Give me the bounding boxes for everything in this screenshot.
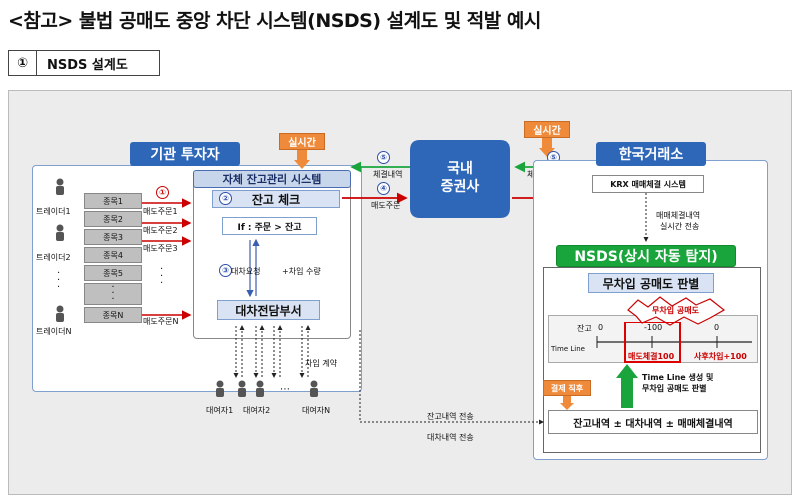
loan-contract-label: 차입 계약 [305, 359, 337, 368]
step-5-marker: ⑤ [377, 151, 390, 164]
stock-cell: 종목N [84, 307, 142, 323]
broker-shape [410, 140, 510, 218]
lending-dept: 대차전담부서 [217, 300, 320, 320]
stock-cell: 종목2 [84, 211, 142, 227]
settle-tag: 결제 직후 [543, 380, 591, 396]
internal-system-header: 자체 잔고관리 시스템 [193, 170, 351, 188]
timeline-gen-label: Time Line 생성 및 [642, 373, 714, 382]
trader-label: 트레이더2 [36, 253, 71, 262]
stock-list: 종목1 종목2 종목3 종목4 종목5 ··· 종목N [84, 193, 142, 323]
krx-down-arrow [643, 193, 649, 242]
burst-label: 무차입 공매도 [652, 306, 699, 315]
person-icon [310, 380, 318, 397]
stock-cell: 종목3 [84, 229, 142, 245]
lender-label: 대여자1 [206, 406, 234, 415]
lender-label: 대여자N [302, 406, 331, 415]
person-icon [238, 380, 246, 397]
step-4-marker: ④ [377, 182, 390, 195]
balance-check: 잔고 체크 [212, 190, 340, 208]
borrow-send-label: 대차내역 전송 [427, 433, 474, 442]
sell-order-label: 매도주문 [371, 201, 401, 210]
trader-label: 트레이더1 [36, 207, 71, 216]
trader-ellipsis: ··· [57, 268, 61, 293]
page-title: <참고> 불법 공매도 중앙 차단 시스템(NSDS) 설계도 및 적발 예시 [8, 10, 541, 32]
step-3-marker: ③ [219, 264, 232, 277]
balance-check-label: 잔고 체크 [251, 192, 301, 207]
person-icon [56, 305, 64, 322]
person-icon [216, 380, 224, 397]
tick-minus-100: -100 [644, 323, 663, 332]
stock-cell: 종목5 [84, 265, 142, 281]
transfer-lines [359, 330, 544, 425]
borrow-request-label: 대차요청 [231, 267, 261, 276]
order-label: 매도주문N [143, 317, 179, 326]
timeline-axis [596, 322, 752, 363]
section-label: ① NSDS 설계도 [8, 50, 160, 76]
timeline-gen-label: 무차입 공매도 판별 [642, 384, 707, 393]
trader-icons [56, 178, 64, 322]
section-title: NSDS 설계도 [47, 57, 128, 73]
borrow-arrows [246, 238, 260, 298]
tick-zero-2: 0 [714, 323, 720, 332]
lender-ellipsis: ⋯ [280, 384, 290, 395]
sell-exec-label: 매도체결100 [628, 352, 675, 361]
investor-header: 기관 투자자 [130, 142, 240, 166]
after-borrow-label: 사후차입+100 [694, 352, 747, 361]
tick-zero: 0 [598, 323, 604, 332]
realtime-tag: 실시간 [279, 133, 325, 150]
borrow-qty-label: +차입 수량 [282, 267, 321, 276]
krx-header: 한국거래소 [596, 142, 706, 166]
condition-box: If : 주문 > 잔고 [222, 217, 317, 235]
stock-cell: 종목4 [84, 247, 142, 263]
nsds-header: NSDS(상시 자동 탐지) [556, 245, 736, 267]
formula-box: 잔고내역 ± 대차내역 ± 매매체결내역 [548, 410, 758, 434]
realtime-send-label: 실시간 전송 [660, 222, 700, 231]
judge-box: 무차입 공매도 판별 [588, 273, 714, 293]
lender-label: 대여자2 [243, 406, 271, 415]
lender-icons [216, 380, 318, 397]
person-icon [256, 380, 264, 397]
step-1-marker: ① [156, 186, 169, 199]
stock-ellipsis: ··· [84, 283, 142, 305]
section-number: ① [9, 51, 37, 75]
order-label: 매도주문2 [143, 226, 178, 235]
realtime-arrow [294, 150, 310, 169]
order-label: 매도주문3 [143, 244, 178, 253]
timeline-label: Time Line [551, 345, 585, 353]
realtime-tag: 실시간 [524, 121, 570, 138]
order-label: 매도주문1 [143, 207, 178, 216]
order-ellipsis: ··· [160, 264, 164, 289]
step-2-marker: ② [219, 192, 232, 205]
burst-shape [627, 296, 726, 326]
order-arrows [142, 198, 192, 320]
lender-arrows [233, 325, 311, 378]
stock-cell: 종목1 [84, 193, 142, 209]
execution-detail-label: 체결내역 [373, 170, 403, 179]
balance-tick-label: 잔고 [577, 324, 592, 333]
person-icon [56, 178, 64, 195]
trader-label: 트레이더N [36, 327, 72, 336]
realtime-send-label: 매매체결내역 [656, 211, 701, 220]
krx-system: KRX 매매체결 시스템 [592, 175, 704, 193]
green-up-arrow [616, 364, 638, 408]
broker-label: 국내 증권사 [440, 161, 480, 195]
settle-arrow [560, 396, 574, 410]
balance-send-label: 잔고내역 전송 [427, 412, 474, 421]
person-icon [56, 224, 64, 241]
